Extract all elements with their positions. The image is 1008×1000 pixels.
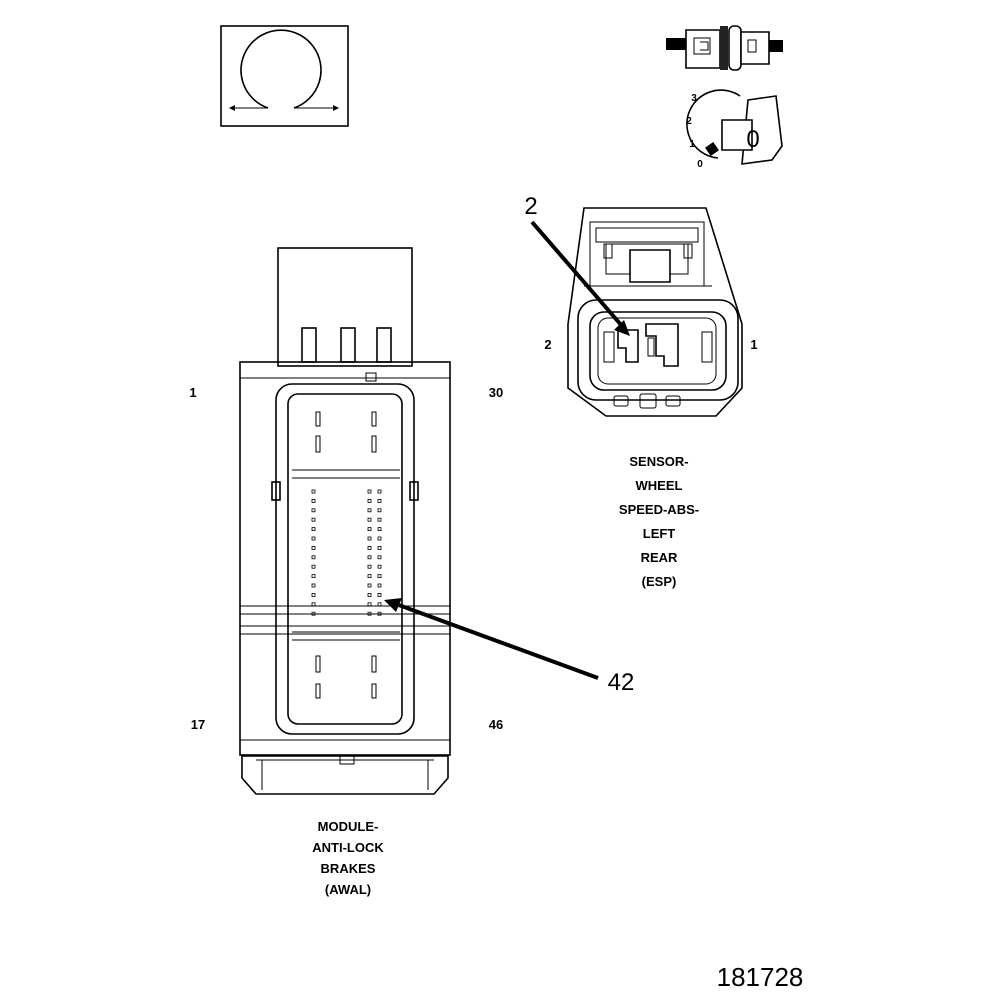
pin-cavity [377, 611, 382, 616]
lock-dial-icon: 0 3 2 1 0 [686, 89, 783, 170]
pin-cavity [311, 574, 316, 578]
dial-position-0: 0 [697, 159, 703, 170]
abs-module-title: MODULE- ANTI-LOCK BRAKES (AWAL) [312, 819, 384, 897]
wheel-sensor-title: SENSOR- WHEEL SPEED-ABS- LEFT REAR (ESP) [619, 454, 699, 589]
pin-cavity [311, 498, 316, 503]
abs-pin-label-bottom-left: 17 [191, 717, 205, 732]
pin-cavity [377, 546, 382, 550]
small-pin-cavities [311, 489, 382, 616]
pin-cavity [311, 489, 316, 494]
pin-cavity [377, 593, 382, 597]
pin-cavity [377, 574, 382, 578]
abs-title-line-3: BRAKES [321, 861, 376, 876]
wheel-sensor-connector [567, 207, 743, 417]
abs-module-connector [239, 247, 451, 795]
pin-cavity [377, 527, 382, 531]
sensor-title-line-6: (ESP) [642, 574, 677, 589]
pin-cavity [377, 517, 382, 522]
pin-cavity [311, 583, 316, 588]
abs-pin-label-bottom-right: 46 [489, 717, 503, 732]
abs-title-line-1: MODULE- [318, 819, 379, 834]
pin-cavity [367, 564, 372, 569]
figure-number: 181728 [717, 962, 804, 992]
pin-cavity [377, 583, 382, 588]
pin-cavity [367, 602, 372, 607]
callout-label-2: 2 [524, 193, 537, 220]
pin-cavity [311, 602, 316, 607]
pin-cavity [367, 611, 372, 616]
pin-cavity [377, 498, 382, 503]
sensor-title-line-5: REAR [641, 550, 678, 565]
sensor-title-line-4: LEFT [643, 526, 676, 541]
pin-cavity [311, 593, 316, 597]
pin-cavity [367, 498, 372, 503]
pin-cavity [311, 564, 316, 569]
pin-cavity [311, 536, 316, 541]
sensor-title-line-2: WHEEL [636, 478, 683, 493]
callout-arrow-2 [530, 220, 630, 336]
abs-pin-label-top-right: 30 [489, 385, 503, 400]
pin-cavity [377, 555, 382, 560]
abs-title-line-4: (AWAL) [325, 882, 371, 897]
abs-pin-label-top-left: 1 [189, 385, 196, 400]
pin-cavity [377, 536, 382, 541]
pin-cavity [377, 508, 382, 513]
large-terminal-group [315, 411, 377, 699]
pin-cavity [367, 546, 372, 550]
pin-cavity [377, 489, 382, 494]
dial-position-1: 1 [689, 139, 695, 150]
pin-cavity [377, 564, 382, 569]
pin-cavity [367, 555, 372, 560]
sensor-title-line-3: SPEED-ABS- [619, 502, 699, 517]
pin-cavity [311, 546, 316, 550]
pin-cavity [311, 611, 316, 616]
pin-cavity [367, 508, 372, 513]
sensor-pin-label-right: 1 [750, 337, 757, 352]
pin-cavity [367, 489, 372, 494]
pin-cavity [367, 527, 372, 531]
callout-arrow-42 [384, 598, 599, 680]
pin-cavity [311, 508, 316, 513]
pin-cavity [311, 527, 316, 531]
sensor-pin-label-left: 2 [544, 337, 551, 352]
dial-position-2: 2 [686, 116, 692, 127]
mated-connector-icon [666, 25, 783, 71]
dial-position-3: 3 [691, 93, 697, 104]
pin-cavity [311, 555, 316, 560]
terminal-omega-symbol [220, 25, 349, 127]
pin-cavity [311, 517, 316, 522]
callout-label-42: 42 [608, 669, 635, 696]
pin-cavity [367, 583, 372, 588]
sensor-title-line-1: SENSOR- [629, 454, 688, 469]
pin-cavity [367, 574, 372, 578]
pin-cavity [367, 593, 372, 597]
pin-cavity [367, 517, 372, 522]
pin-cavity [367, 536, 372, 541]
pin-cavity [377, 602, 382, 607]
abs-title-line-2: ANTI-LOCK [312, 840, 384, 855]
key-position-label: 0 [746, 126, 759, 153]
